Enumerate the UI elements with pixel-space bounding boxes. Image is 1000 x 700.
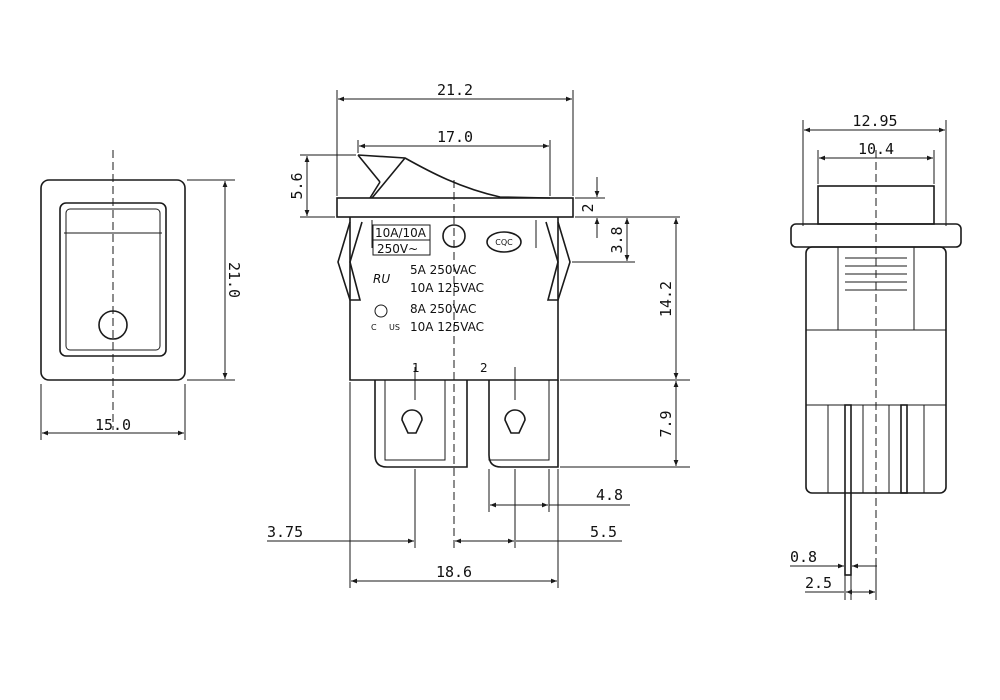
ul-logo: RU — [373, 272, 390, 286]
dim-body-width: 18.6 — [436, 563, 472, 581]
rating-box-line-2: 250V~ — [377, 242, 418, 256]
terminal-hole-1 — [401, 409, 423, 434]
cqc-logo — [486, 231, 522, 253]
side-terminal-2 — [900, 404, 908, 494]
rocker-top-profile — [357, 154, 551, 199]
dim-terminal-length: 7.9 — [657, 410, 675, 437]
terminal-hole-2 — [504, 409, 526, 434]
dim-terminal-offset: 3.75 — [267, 523, 303, 541]
flange — [336, 197, 574, 218]
csa-logo — [374, 304, 388, 318]
terminal-housing-1 — [374, 380, 468, 468]
side-body-line — [837, 247, 915, 330]
csa-rating-2: 10A 125VAC — [410, 320, 484, 334]
front-rocker-inner — [65, 208, 161, 351]
right-clip — [545, 221, 571, 301]
dim-terminal-width: 4.8 — [596, 486, 623, 504]
dim-flange-to-clip: 3.8 — [608, 226, 626, 253]
terminal-label-2: 2 — [480, 361, 488, 375]
terminal-2 — [488, 379, 550, 461]
ul-rating-2: 10A 125VAC — [410, 281, 484, 295]
side-view: 12.95 10.4 0.8 2.5 — [790, 112, 962, 600]
dim-terminal-pitch: 2.5 — [805, 574, 832, 592]
csa-prefix: C — [371, 323, 377, 332]
dim-rocker-height: 5.6 — [288, 172, 306, 199]
front-view: 15.0 21.0 — [40, 150, 243, 440]
dim-terminal-spacing: 5.5 — [590, 523, 617, 541]
side-terminal-1 — [844, 404, 852, 576]
rocker-face — [369, 157, 406, 199]
dim-front-height: 21.0 — [225, 262, 243, 298]
middle-view: 10A/10A 250V~ CQC RU 5A 250VAC 10A 125VA… — [267, 81, 690, 588]
dim-side-rocker-width: 10.4 — [858, 140, 894, 158]
dim-side-flange-width: 12.95 — [852, 112, 897, 130]
left-clip — [337, 221, 363, 301]
rating-box-line-1: 10A/10A — [375, 226, 427, 240]
csa-suffix: US — [389, 323, 400, 332]
dim-flange-thickness: 2 — [579, 203, 597, 212]
rocker-edge — [357, 154, 381, 183]
dim-front-width: 15.0 — [95, 416, 131, 434]
csa-rating-1: 8A 250VAC — [410, 302, 476, 316]
cqc-logo-text: CQC — [495, 238, 513, 247]
ul-rating-1: 5A 250VAC — [410, 263, 476, 277]
dim-overall-width: 21.2 — [437, 81, 473, 99]
dim-body-height: 14.2 — [657, 281, 675, 317]
terminal-label-1: 1 — [412, 361, 420, 375]
dim-rocker-width: 17.0 — [437, 128, 473, 146]
dim-terminal-thickness: 0.8 — [790, 548, 817, 566]
